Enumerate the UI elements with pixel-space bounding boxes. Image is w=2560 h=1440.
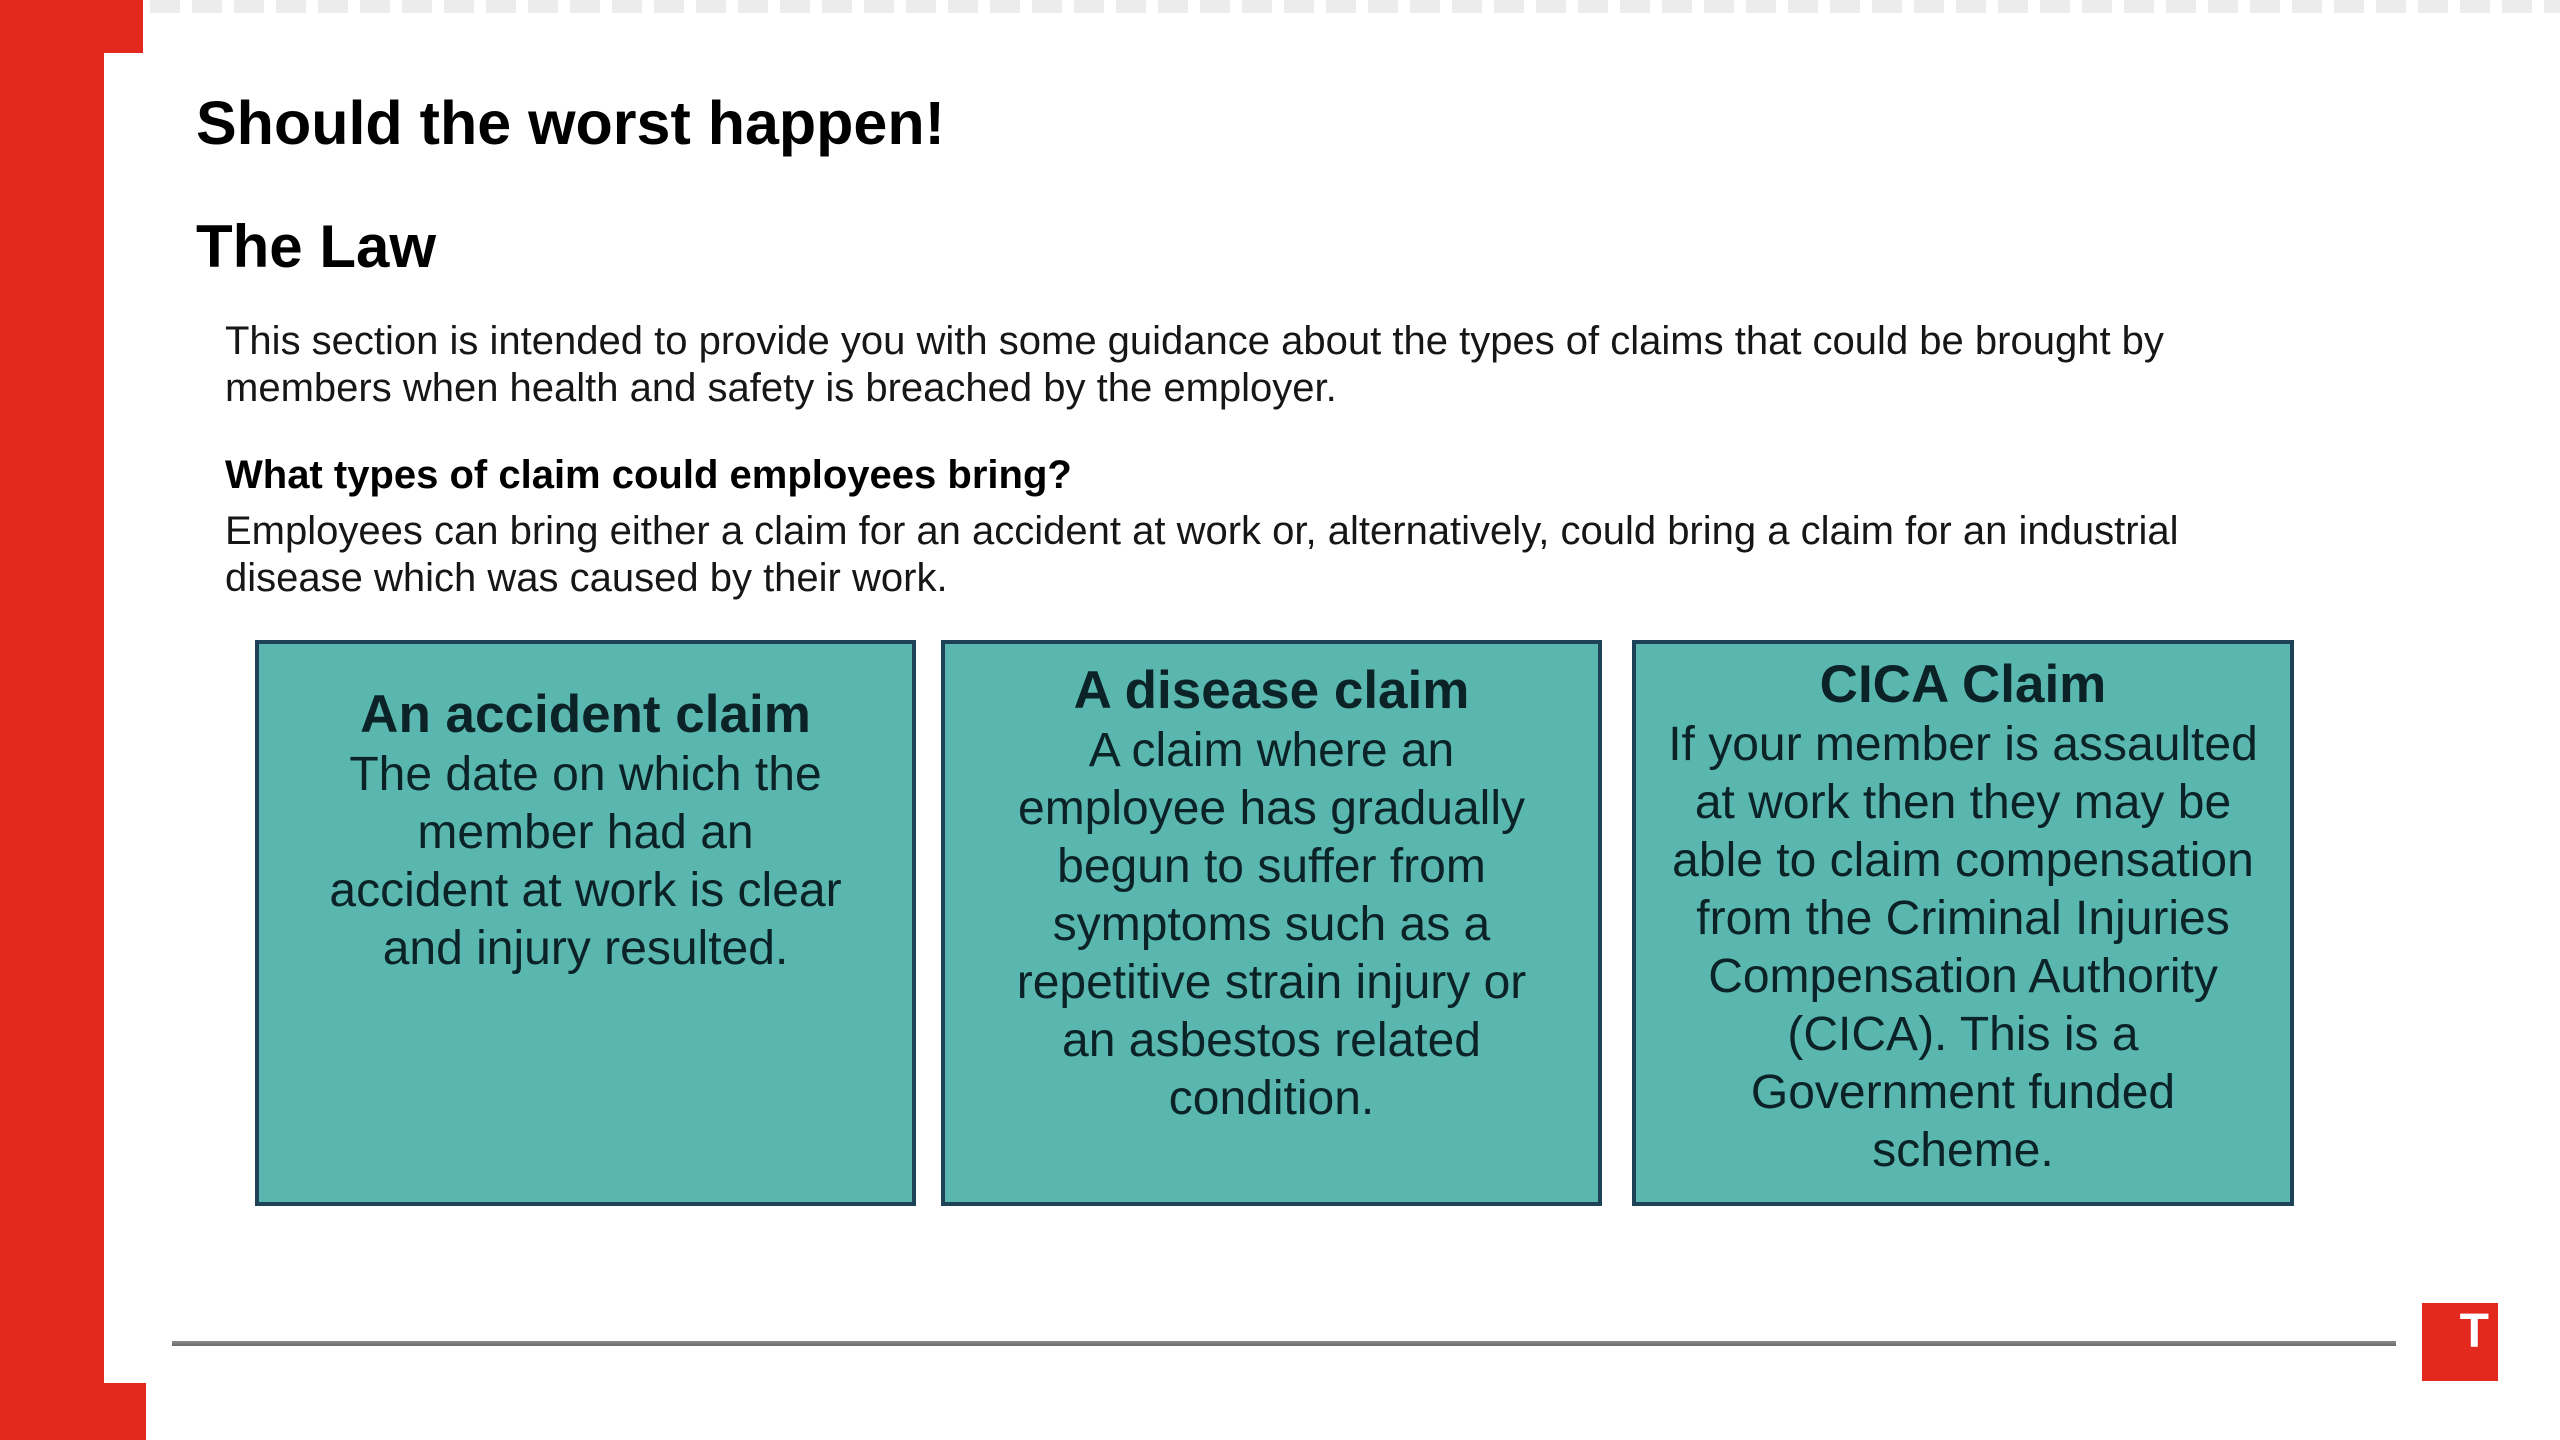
disease-body-line: an asbestos related [1062, 1014, 1481, 1067]
cica-body-line: able to claim compensation [1672, 834, 2254, 887]
intro-line-1: This section is intended to provide you … [225, 319, 2164, 363]
cica-body-line: Government funded [1750, 1066, 2176, 1119]
accident-body-line: and injury resulted. [382, 922, 789, 975]
cica-body-line: at work then they may be [1694, 776, 2232, 829]
intro-paragraph: This section is intended to provide you … [225, 318, 2405, 412]
answer-paragraph: Employees can bring either a claim for a… [225, 508, 2405, 602]
claim-box-cica-body: If your member is assaulted at work then… [1636, 716, 2290, 1180]
claim-box-disease: A disease claim A claim where an employe… [941, 640, 1602, 1206]
claim-box-accident-title: An accident claim [360, 685, 811, 744]
top-filmstrip-pattern [150, 0, 2560, 13]
accident-body-line: accident at work is clear [329, 864, 842, 917]
answer-line-1: Employees can bring either a claim for a… [225, 509, 2179, 553]
answer-line-2: disease which was caused by their work. [225, 556, 948, 600]
claim-box-cica-title: CICA Claim [1819, 655, 2107, 714]
claim-box-accident-body: The date on which the member had an acci… [259, 746, 912, 978]
red-bracket-top-serif [0, 0, 143, 53]
footer-logo-letter: T [2459, 1305, 2489, 1358]
disease-body-line: condition. [1168, 1072, 1375, 1125]
red-bracket-bar [0, 0, 104, 1440]
disease-body-line: repetitive strain injury or [1016, 956, 1527, 1009]
accident-body-line: member had an [417, 806, 754, 859]
footer-logo-square: T [2422, 1303, 2498, 1381]
disease-body-line: begun to suffer from [1057, 840, 1486, 893]
red-bracket-bottom-serif [0, 1383, 146, 1440]
claim-box-disease-title: A disease claim [1073, 661, 1470, 720]
section-heading: The Law [196, 213, 437, 280]
footer-divider-line [172, 1341, 2396, 1346]
claim-box-cica: CICA Claim If your member is assaulted a… [1632, 640, 2294, 1206]
intro-line-2: members when health and safety is breach… [225, 366, 1337, 410]
cica-body-line: (CICA). This is a [1787, 1008, 2139, 1061]
question-heading: What types of claim could employees brin… [225, 453, 1072, 497]
disease-body-line: symptoms such as a [1052, 898, 1491, 951]
claim-box-disease-body: A claim where an employee has gradually … [945, 722, 1598, 1128]
cica-body-line: from the Criminal Injuries [1696, 892, 2230, 945]
cica-body-line: scheme. [1872, 1124, 2054, 1177]
accident-body-line: The date on which the [349, 748, 822, 801]
slide-title: Should the worst happen! [196, 89, 945, 157]
cica-body-line: Compensation Authority [1708, 950, 2218, 1003]
disease-body-line: employee has gradually [1018, 782, 1525, 835]
claim-box-accident: An accident claim The date on which the … [255, 640, 916, 1206]
cica-body-line: If your member is assaulted [1668, 718, 2258, 771]
disease-body-line: A claim where an [1088, 724, 1455, 777]
